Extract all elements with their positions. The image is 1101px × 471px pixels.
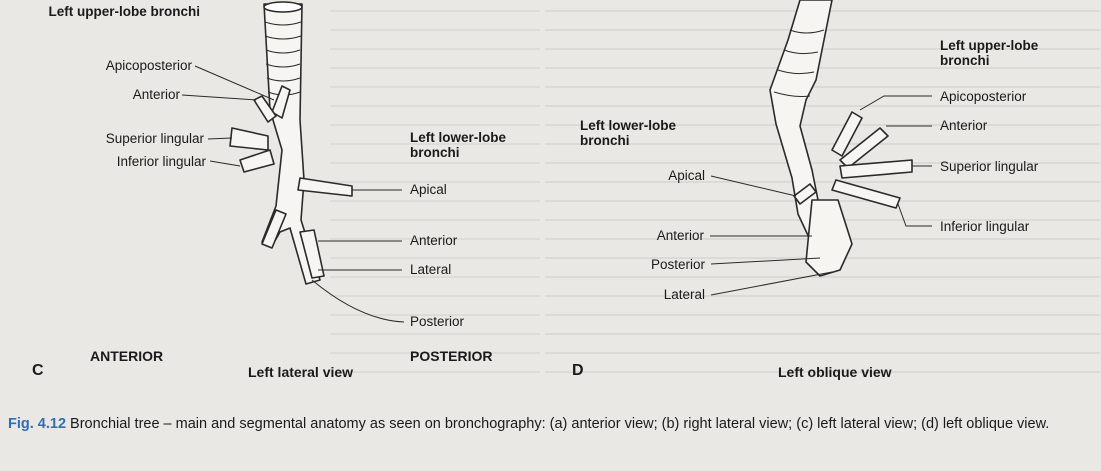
d-label-inferior-lingular: Inferior lingular: [940, 219, 1030, 234]
c-lateral-branches: [299, 229, 325, 279]
d-label-lateral: Lateral: [663, 287, 705, 302]
c-label-anterior-lower: Anterior: [410, 233, 458, 248]
caption-text: Bronchial tree – main and segmental anat…: [66, 416, 1050, 432]
d-label-apicoposterior: Apicoposterior: [940, 89, 1027, 104]
d-label-superior-lingular: Superior lingular: [940, 159, 1039, 174]
c-inferior-lingular-branch: [239, 149, 275, 173]
d-view-title: Left oblique view: [778, 364, 892, 380]
background-text-bleed-left: [330, 10, 540, 390]
c-anterior-branch: [253, 95, 277, 123]
d-label-anterior-upper: Anterior: [940, 118, 988, 133]
d-apicoposterior-branch: [831, 111, 863, 157]
d-upper-lobe-heading: Left upper-lobe bronchi: [940, 38, 1039, 68]
c-apicoposterior-branch: [271, 85, 291, 119]
c-anterior-heading: ANTERIOR: [90, 348, 164, 364]
figure-caption: Fig. 4.12 Bronchial tree – main and segm…: [8, 414, 1098, 434]
c-lower-lobe-heading: Left lower-lobe bronchi: [410, 130, 507, 160]
c-superior-lingular-branch: [229, 127, 269, 151]
d-inferior-lingular-branch: [831, 179, 901, 209]
c-posterior-heading: POSTERIOR: [410, 348, 493, 364]
d-lower-lobe-heading: Left lower-lobe bronchi: [580, 118, 677, 148]
figure-number: Fig. 4.12: [8, 416, 67, 432]
c-posterior-left-branch: [261, 209, 287, 249]
c-label-inferior-lingular: Inferior lingular: [116, 154, 206, 169]
c-label-superior-lingular: Superior lingular: [105, 131, 204, 146]
d-superior-lingular-branch: [839, 159, 913, 179]
c-label-anterior-upper: Anterior: [132, 87, 180, 102]
c-view-title: Left lateral view: [248, 364, 354, 380]
d-label-posterior: Posterior: [650, 257, 705, 272]
c-label-posterior: Posterior: [410, 314, 465, 329]
panel-letter-d: D: [572, 362, 584, 379]
d-label-apical: Apical: [668, 168, 705, 183]
c-label-lateral: Lateral: [410, 262, 452, 277]
d-apical-branch: [793, 183, 817, 205]
c-label-apicoposterior: Apicoposterior: [105, 58, 192, 73]
d-label-anterior-lower: Anterior: [656, 228, 704, 243]
c-apical-branch: [297, 177, 353, 197]
d-lower-trunk: [805, 199, 853, 277]
panel-letter-c: C: [32, 362, 44, 379]
c-upper-lobe-heading: Left upper-lobe bronchi: [48, 4, 201, 19]
c-label-apical: Apical: [410, 182, 447, 197]
